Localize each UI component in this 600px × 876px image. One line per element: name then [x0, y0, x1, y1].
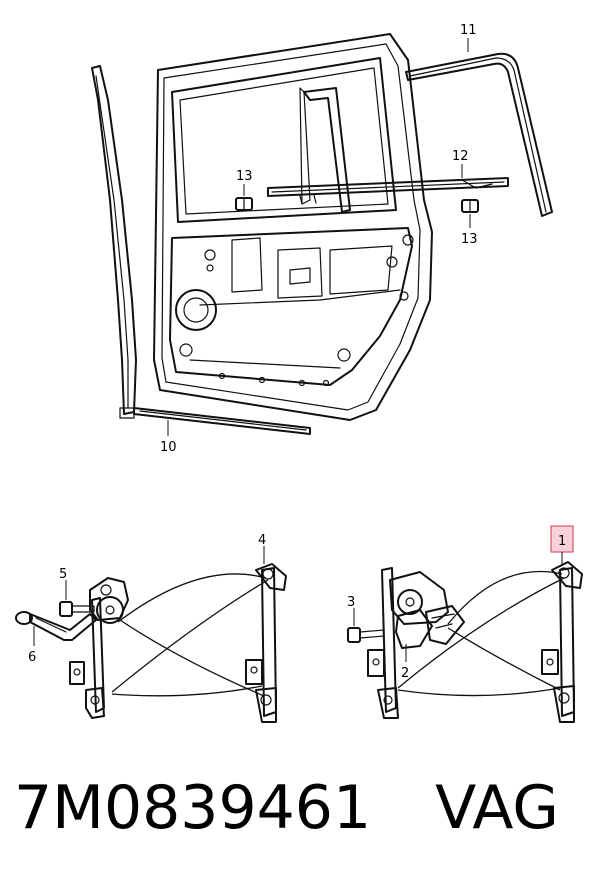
- bolt: [59, 601, 95, 617]
- bottom-seal-strip: [133, 407, 311, 435]
- manual-window-regulator: [69, 563, 287, 723]
- callout-6: 6: [28, 650, 36, 665]
- window-channel: [299, 52, 553, 217]
- part-number: 7M0839461: [14, 773, 372, 843]
- motor-bolt: [347, 627, 385, 643]
- callout-4: 4: [258, 533, 266, 548]
- callout-1: 1: [558, 534, 566, 549]
- footer: 7M0839461 VAG: [14, 768, 594, 848]
- door-seal-strip: [91, 65, 137, 419]
- callout-11: 11: [460, 23, 477, 38]
- callout-10: 10: [160, 440, 177, 455]
- electric-window-regulator: [367, 561, 583, 723]
- callout-3: 3: [347, 595, 355, 610]
- callout-13a: 13: [236, 169, 253, 184]
- waist-strip: [267, 177, 509, 205]
- callout-2: 2: [401, 666, 409, 681]
- rear-door-assembly: [153, 33, 433, 421]
- callout-12: 12: [452, 149, 469, 164]
- clip-left: [235, 197, 253, 211]
- brand-name: VAG: [435, 773, 559, 843]
- callout-13b: 13: [461, 232, 478, 247]
- crank-handle: [15, 611, 97, 641]
- callout-5: 5: [59, 567, 67, 582]
- clip-right: [461, 199, 479, 213]
